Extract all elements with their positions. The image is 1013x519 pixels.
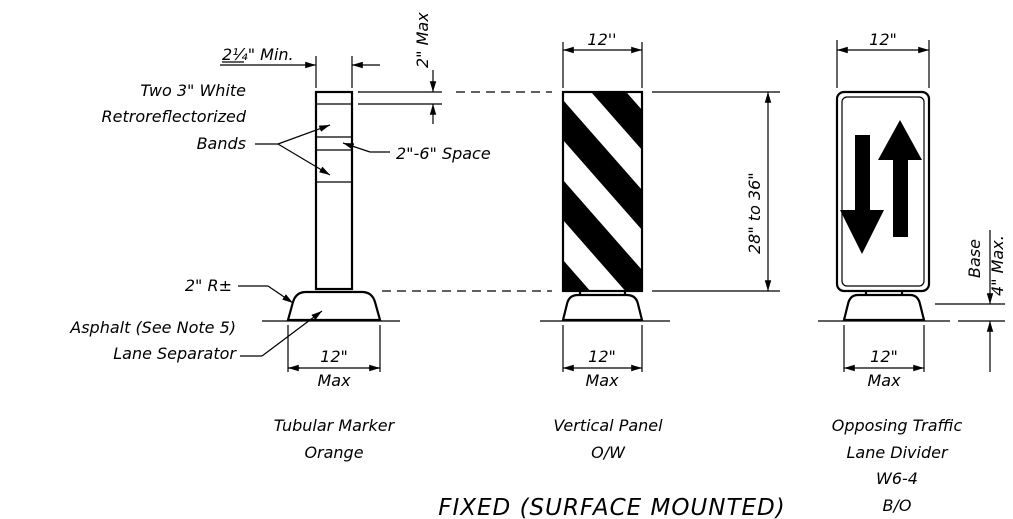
bands-note-line-1: Two 3" White: [140, 81, 246, 100]
panel-height-label: 28" to 36": [745, 172, 764, 254]
tube-base-max-label: Max: [317, 371, 351, 390]
sign-inner: [841, 96, 925, 287]
tube-body: [314, 90, 354, 291]
bands-note-line-2: Retroreflectorized: [102, 107, 247, 126]
divider-base-width-label: 12": [870, 347, 898, 366]
divider-base-label: Base: [965, 239, 984, 278]
arrow-down-icon: [840, 135, 884, 254]
divider-base-height-label: 4" Max.: [988, 235, 1007, 296]
tubular-marker: [220, 56, 442, 372]
divider-caption-line-2: Lane Divider: [846, 443, 948, 462]
tube-caption-line-2: Orange: [304, 443, 363, 462]
divider-top-width-label: 12": [869, 30, 897, 49]
tube-band-max-label: 2" Max: [413, 12, 432, 68]
panel-stripes: [563, 92, 642, 291]
panel-caption-line-2: O/W: [591, 443, 626, 462]
sign-outer: [835, 90, 931, 293]
bands-note-line-3: Bands: [197, 134, 246, 153]
divider-caption-line-3: W6-4: [876, 469, 918, 488]
panel-caption-line-1: Vertical Panel: [553, 416, 663, 435]
divider-caption-line-4: B/O: [883, 496, 912, 515]
radius-label: 2" R±: [185, 276, 232, 295]
panel-base-max-label: Max: [585, 371, 619, 390]
panel-base: [561, 293, 644, 322]
asphalt-label: Asphalt (See Note 5): [69, 318, 236, 337]
arrow-up-icon: [878, 120, 922, 237]
tube-base-width-label: 12": [320, 347, 348, 366]
tube-top-width-label: 2¼" Min.: [222, 45, 294, 64]
drawing-title: FIXED (SURFACE MOUNTED): [438, 495, 785, 519]
panel-base-width-label: 12": [588, 347, 616, 366]
tube-caption-line-1: Tubular Marker: [274, 416, 396, 435]
separator-label: Lane Separator: [113, 344, 237, 363]
divider-base-max-label: Max: [867, 371, 901, 390]
divider-caption-line-1: Opposing Traffic: [832, 416, 963, 435]
tube-base: [286, 290, 382, 322]
space-note-label: 2"-6" Space: [396, 144, 491, 163]
panel-outline: [561, 90, 644, 293]
vertical-panel: [358, 42, 780, 372]
lane-divider: [818, 40, 1005, 372]
panel-top-width-label: 12'': [587, 30, 616, 49]
divider-base: [842, 293, 926, 322]
